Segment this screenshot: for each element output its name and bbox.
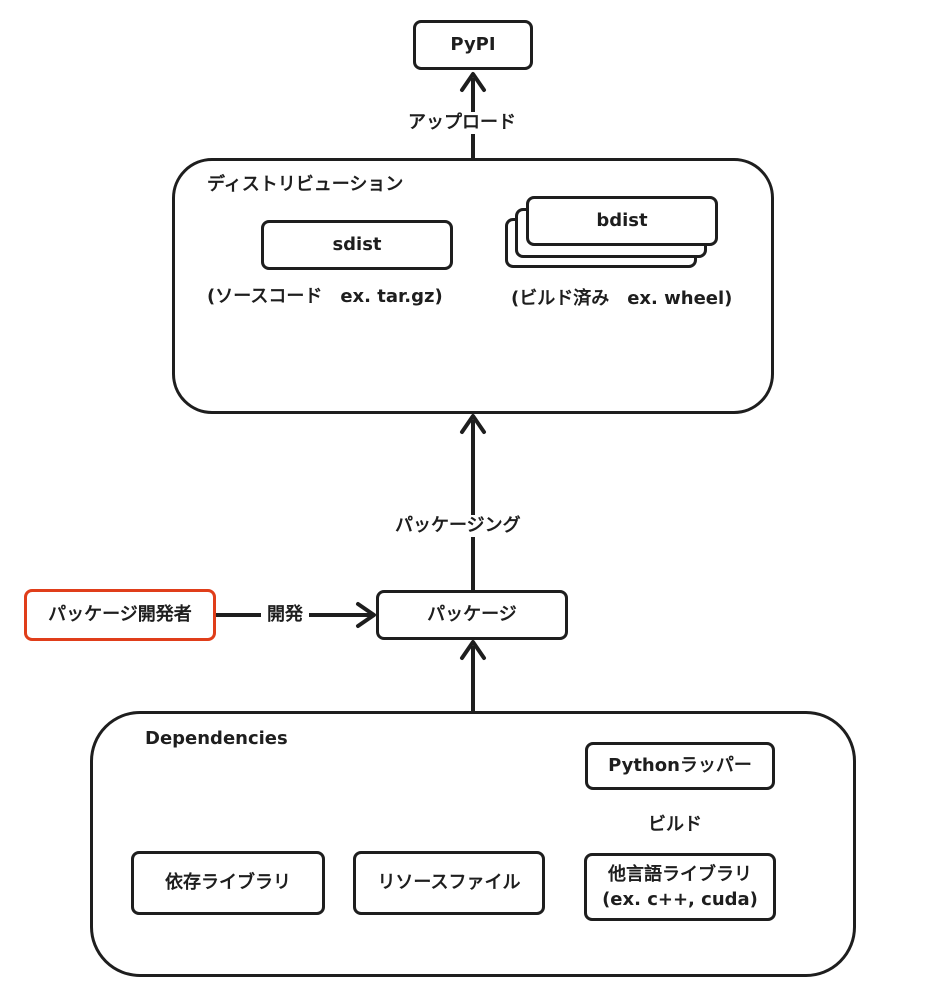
bdist-caption: (ビルド済み ex. wheel) bbox=[511, 288, 733, 309]
dep-library-node: 依存ライブラリ bbox=[131, 851, 325, 915]
edge-build-label: ビルド bbox=[644, 814, 706, 836]
pypi-node: PyPI bbox=[413, 20, 533, 70]
developer-node: パッケージ開発者 bbox=[24, 589, 216, 641]
pypi-label: PyPI bbox=[450, 33, 496, 55]
package-node: パッケージ bbox=[376, 590, 568, 640]
resource-file-label: リソースファイル bbox=[377, 871, 521, 893]
dependencies-title: Dependencies bbox=[145, 728, 288, 749]
python-wrapper-node: Pythonラッパー bbox=[585, 742, 775, 790]
sdist-node: sdist bbox=[261, 220, 453, 270]
resource-file-node: リソースファイル bbox=[353, 851, 545, 915]
other-lang-library-node: 他言語ライブラリ (ex. c++, cuda) bbox=[584, 853, 776, 921]
dep-library-label: 依存ライブラリ bbox=[165, 871, 291, 893]
edge-dependencies bbox=[460, 640, 486, 712]
bdist-node: bdist bbox=[526, 196, 718, 246]
sdist-label: sdist bbox=[332, 233, 382, 255]
other-lang-library-label-line2: (ex. c++, cuda) bbox=[602, 889, 758, 910]
edge-develop-label: 開発 bbox=[261, 604, 309, 626]
edge-upload-label: アップロード bbox=[404, 112, 520, 134]
edge-packaging bbox=[460, 414, 486, 590]
other-lang-library-label-line1: 他言語ライブラリ bbox=[608, 863, 752, 885]
edge-packaging-label: パッケージング bbox=[391, 515, 525, 537]
sdist-caption: (ソースコード ex. tar.gz) bbox=[207, 286, 443, 307]
python-wrapper-label: Pythonラッパー bbox=[608, 754, 752, 776]
developer-label: パッケージ開発者 bbox=[48, 603, 192, 625]
distribution-title: ディストリビューション bbox=[207, 174, 404, 195]
bdist-label: bdist bbox=[596, 209, 648, 231]
package-label: パッケージ bbox=[427, 603, 517, 625]
